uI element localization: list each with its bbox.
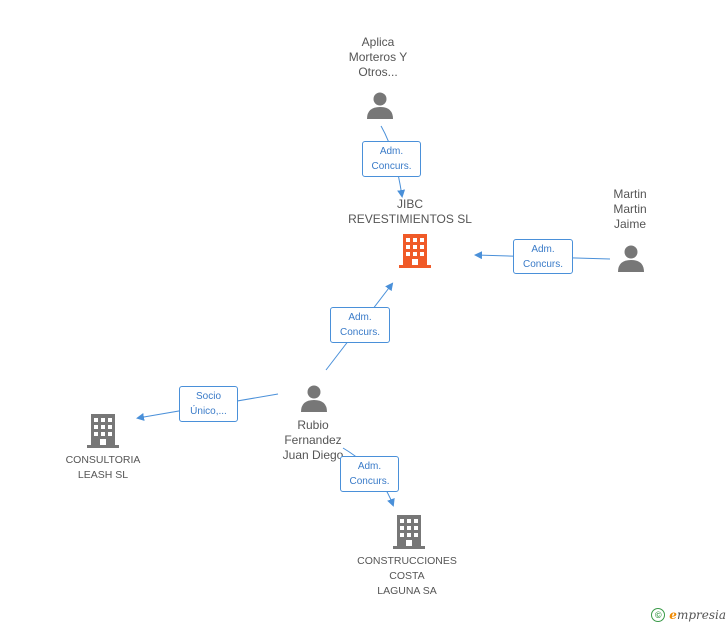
building-icon[interactable]	[87, 413, 119, 449]
brand-logo: empresia	[669, 608, 726, 622]
edge-label-martin-jibc[interactable]: Adm. Concurs.	[513, 239, 573, 274]
building-icon-highlighted[interactable]	[399, 233, 431, 269]
person-icon[interactable]	[616, 243, 646, 273]
node-label-martin: Martin Martin Jaime	[613, 187, 647, 231]
person-icon[interactable]	[299, 383, 329, 413]
node-label-rubio: Rubio Fernandez Juan Diego	[282, 418, 344, 462]
person-icon[interactable]	[365, 90, 395, 120]
node-label-consultoria: CONSULTORIA LEASH SL	[65, 454, 141, 481]
footer-brand: © empresia	[651, 608, 726, 622]
copyright-icon: ©	[651, 608, 666, 622]
node-label-aplica: Aplica Morteros Y Otros...	[348, 35, 408, 79]
node-label-jibc: JIBC REVESTIMIENTOS SL	[348, 197, 472, 226]
edge-label-rubio-jibc[interactable]: Adm. Concurs.	[330, 307, 390, 343]
edge-label-aplica-jibc[interactable]: Adm. Concurs.	[362, 141, 421, 177]
edge-label-rubio-consultoria[interactable]: Socio Único,...	[179, 386, 238, 422]
node-label-construcciones: CONSTRUCCIONES COSTA LAGUNA SA	[357, 555, 457, 597]
building-icon[interactable]	[393, 514, 425, 550]
edge-label-rubio-construcciones[interactable]: Adm. Concurs.	[340, 456, 399, 492]
